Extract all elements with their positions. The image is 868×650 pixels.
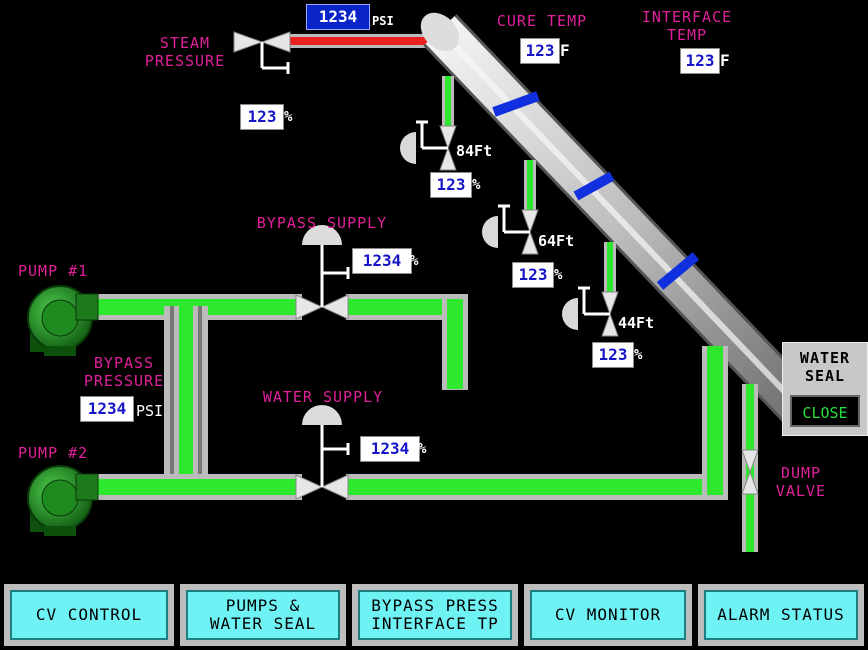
bypass-pressure-readout[interactable]: 1234: [80, 396, 134, 422]
alarm-status-label: ALARM STATUS: [704, 590, 858, 640]
cure-tube: [420, 12, 829, 436]
cure-temp-unit: F: [560, 41, 570, 60]
drop-lines: [442, 76, 616, 292]
bypass-interface-label: BYPASS PRESS INTERFACE TP: [358, 590, 512, 640]
steam-psi-unit: PSI: [372, 14, 394, 28]
steam-pressure-readout[interactable]: 1234: [306, 4, 370, 30]
water-seal-panel: WATER SEAL CLOSE: [782, 342, 868, 436]
tube-band: [573, 171, 615, 201]
tube-band: [656, 252, 700, 290]
valve-64ft-pct-unit: %: [554, 267, 563, 283]
pumps-water-seal-button[interactable]: PUMPS & WATER SEAL: [180, 584, 346, 646]
valve-64ft[interactable]: [482, 204, 539, 255]
steam-valve-pct-readout[interactable]: 123: [240, 104, 284, 130]
water-seal-title: WATER SEAL: [799, 349, 851, 385]
crossover-pipe: [164, 306, 208, 492]
bypass-supply-pct-unit: %: [410, 253, 419, 269]
valve-84ft-pct-unit: %: [472, 177, 481, 193]
valve-64ft-pct-readout[interactable]: 123: [512, 262, 554, 288]
steam-pct-unit: %: [284, 109, 293, 125]
valve-64ft-label: 64Ft: [538, 232, 575, 250]
water-supply-label: WATER SUPPLY: [262, 388, 384, 406]
bypass-pressure-label: BYPASS PRESSURE: [83, 354, 165, 390]
alarm-status-button[interactable]: ALARM STATUS: [698, 584, 864, 646]
water-seal-status[interactable]: CLOSE: [790, 395, 860, 427]
water-supply-line: [96, 346, 728, 500]
cv-control-label: CV CONTROL: [10, 590, 168, 640]
bypass-interface-button[interactable]: BYPASS PRESS INTERFACE TP: [352, 584, 518, 646]
bypass-supply-valve[interactable]: [295, 225, 350, 320]
cv-monitor-button[interactable]: CV MONITOR: [524, 584, 692, 646]
pump-2-icon[interactable]: [27, 465, 99, 536]
bypass-supply-line: [96, 294, 468, 390]
valve-84ft[interactable]: [400, 120, 457, 171]
pump-1-icon[interactable]: [27, 285, 99, 356]
bypass-psi-unit: PSI: [136, 402, 164, 420]
interface-temp-label: INTERFACE TEMP: [641, 8, 733, 44]
pumps-water-seal-label: PUMPS & WATER SEAL: [186, 590, 340, 640]
steam-line: [286, 34, 440, 48]
valve-44ft-label: 44Ft: [618, 314, 655, 332]
cv-monitor-label: CV MONITOR: [530, 590, 686, 640]
cure-temp-label: CURE TEMP: [496, 12, 588, 30]
valve-44ft-pct-unit: %: [634, 347, 643, 363]
dump-valve-label: DUMP VALVE: [775, 464, 827, 500]
interface-temp-unit: F: [720, 51, 730, 70]
water-supply-pct-readout[interactable]: 1234: [360, 436, 420, 462]
dump-valve[interactable]: [741, 449, 759, 495]
tube-band: [492, 91, 540, 117]
cure-temp-readout[interactable]: 123: [520, 38, 560, 64]
pump-1-label: PUMP #1: [18, 262, 89, 280]
valve-84ft-pct-readout[interactable]: 123: [430, 172, 472, 198]
valve-44ft[interactable]: [562, 286, 619, 337]
valve-84ft-label: 84Ft: [456, 142, 493, 160]
steam-pressure-label: STEAM PRESSURE: [144, 34, 226, 70]
cv-control-button[interactable]: CV CONTROL: [4, 584, 174, 646]
steam-valve[interactable]: [233, 31, 291, 98]
bypass-supply-label: BYPASS SUPPLY: [256, 214, 388, 232]
water-supply-valve[interactable]: [295, 405, 350, 500]
bypass-supply-pct-readout[interactable]: 1234: [352, 248, 412, 274]
interface-temp-readout[interactable]: 123: [680, 48, 720, 74]
valve-44ft-pct-readout[interactable]: 123: [592, 342, 634, 368]
pump-2-label: PUMP #2: [18, 444, 89, 462]
water-supply-pct-unit: %: [418, 441, 427, 457]
